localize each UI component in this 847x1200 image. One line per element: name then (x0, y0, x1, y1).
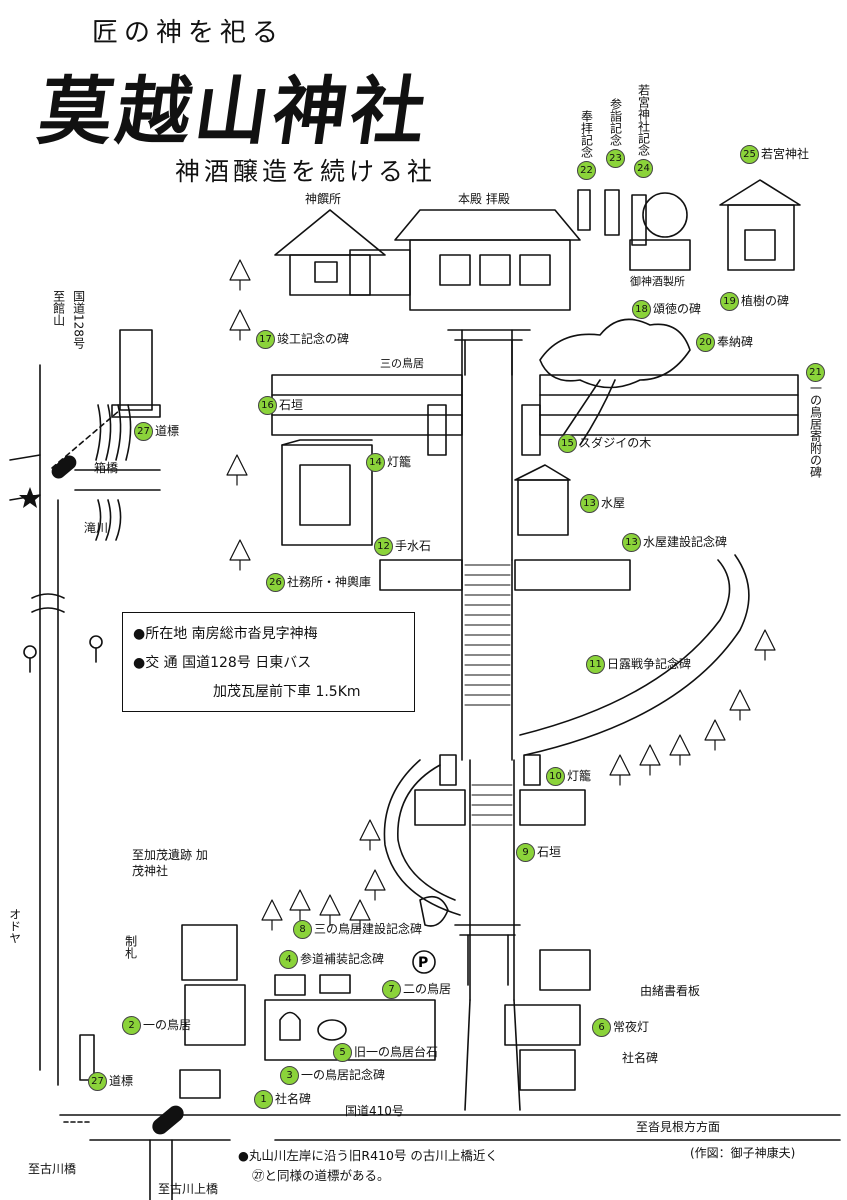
road-label-odoya: オドヤ (7, 908, 22, 944)
road-label-takigawa: 滝川 (84, 521, 109, 535)
label-mikiseizo: 御神酒製所 (630, 275, 685, 288)
stone-monuments-22-24 (577, 189, 691, 271)
label-honden: 本殿 拝殿 (458, 192, 510, 206)
stone-wall-upper (271, 374, 799, 826)
road-label-128: 国道128号 (71, 290, 86, 349)
torii-2 (454, 924, 521, 986)
info-access-2: 加茂瓦屋前下車 1.5Km (213, 684, 361, 700)
approach-path (461, 329, 521, 1111)
traffic-light-top (51, 455, 77, 479)
landmark-22: 奉拝記念22 (577, 110, 596, 180)
landmark-24: 若宮神社記念24 (634, 84, 653, 178)
stairs (464, 564, 513, 826)
lower-right-structures (504, 949, 591, 1091)
label-shamei-right: 社名碑 (622, 1051, 659, 1065)
lower-monuments (179, 895, 449, 1099)
shinsenjo-building (274, 209, 386, 296)
info-access: ●交 通 国道128号 日東バス (133, 655, 312, 671)
road-label-to-kamo: 至加茂遺跡 加茂神社 (132, 848, 208, 878)
label-sannotorii: 三の鳥居 (380, 357, 424, 370)
label-seifuda: 制札 (123, 935, 138, 959)
road-410 (59, 1114, 841, 1200)
traffic-light-bottom (152, 1105, 184, 1135)
title-main: 莫越山神社 (33, 69, 436, 155)
parking-circle (412, 950, 436, 974)
road-marker-27-top (111, 329, 161, 418)
side-path-right (519, 554, 750, 756)
side-path-left (383, 759, 461, 916)
road-label-to-tateyama: 至館山 (51, 290, 66, 326)
note-line-2: ㉗と同様の道標がある。 (252, 1168, 390, 1183)
shamusho-building (281, 439, 373, 546)
credit: (作図：御子神康夫) (690, 1146, 796, 1160)
road-marker-27-bottom (79, 1034, 95, 1081)
sudajii-tree (539, 318, 691, 446)
info-location: ●所在地 南房総市沓見字神梅 (133, 626, 318, 642)
road-label-410: 国道410号 (345, 1104, 404, 1118)
title-sub: 神酒醸造を続ける社 (175, 157, 437, 186)
road-label-to-nekata: 至沓見根方方面 (636, 1120, 721, 1134)
trees (226, 259, 776, 931)
landmark-23: 参詣記念23 (606, 98, 625, 168)
torii-3 (447, 329, 531, 376)
lanterns (427, 404, 541, 786)
road-128 (9, 364, 65, 1086)
star-marker (19, 487, 41, 508)
road-label-to-furukawabashi: 至古川橋 (28, 1162, 77, 1176)
road-label-to-furukawakamibashi: 至古川上橋 (158, 1182, 219, 1196)
honden-building (349, 209, 581, 311)
label-yuisho: 由緒書看板 (640, 984, 701, 998)
bus-stop-signs (23, 635, 103, 673)
road-label-hakobashi: 箱橋 (94, 461, 119, 475)
title-small: 匠の神を祀る (92, 18, 285, 48)
parking-icon: P (418, 955, 428, 971)
landmark-21: 21一の鳥居寄附の碑 (806, 360, 825, 478)
mizuya-building (514, 464, 571, 536)
label-shinsenjo: 神饌所 (305, 192, 342, 206)
wakamiya-building (719, 179, 801, 271)
note-line-1: ●丸山川左岸に沿う旧R410号 の古川上橋近く (238, 1148, 498, 1163)
info-box: ●所在地 南房総市沓見字神梅 ●交 通 国道128号 日東バス 加茂瓦屋前下車 … (122, 612, 415, 712)
